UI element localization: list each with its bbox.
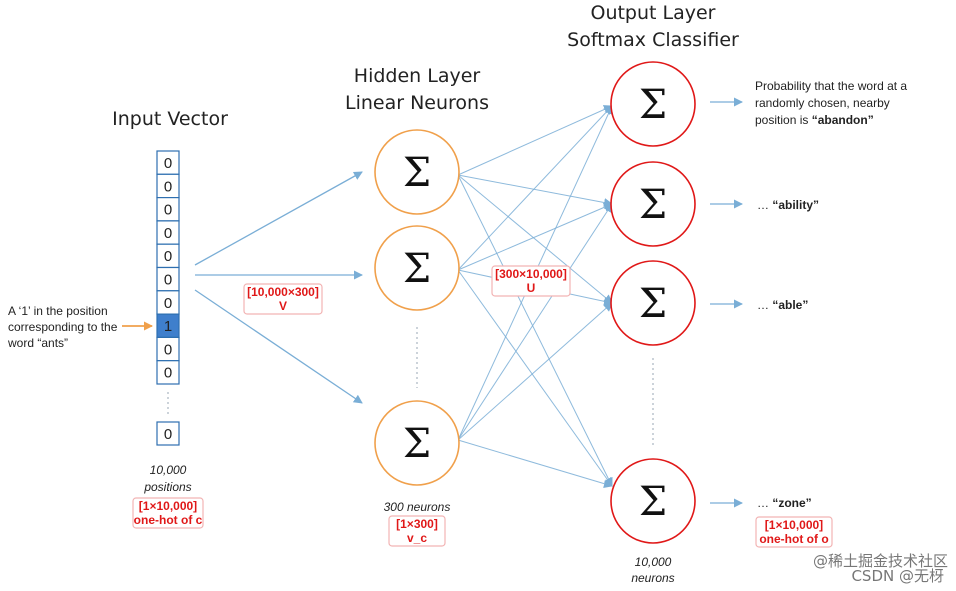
connection-h3-o4: [457, 439, 613, 489]
ellipsis-text: …: [757, 198, 772, 212]
output-neuron-2: Σ: [610, 161, 696, 247]
hidden-neuron-3: Σ: [374, 400, 460, 486]
output-neuron-4: Σ: [610, 458, 696, 544]
weights-v-name: V: [279, 299, 287, 313]
input-cell-value: 0: [164, 272, 172, 289]
hidden-neuron-3-circle: [374, 400, 460, 486]
watermark-line1: @稀土掘金技术社区: [813, 552, 948, 570]
connection-h2-o1: [457, 105, 613, 271]
input-dim-shape: [1×10,000]: [139, 499, 197, 513]
heading-output-layer: Output Layer: [590, 2, 715, 24]
input-note-line1: A ‘1’ in the position: [8, 304, 108, 318]
heading-softmax-classifier: Softmax Classifier: [567, 29, 739, 51]
prob-line3: position is “abandon”: [755, 113, 874, 127]
ellipsis-text: …: [757, 298, 772, 312]
hidden-count: 300 neurons: [384, 500, 451, 514]
input-cell-value: 0: [164, 202, 172, 219]
connection-h2-o2: [457, 203, 613, 271]
input-note-line3: word “ants”: [7, 336, 68, 350]
heading-hidden-layer: Hidden Layer: [354, 65, 481, 87]
sigma-symbol: Σ: [639, 479, 667, 525]
hidden-dim-box: [388, 515, 446, 547]
output-count: 10,000: [635, 555, 672, 569]
arrow-input-hidden-1: [194, 171, 363, 266]
prob-line1: Probability that the word at a: [755, 79, 907, 93]
sigma-symbol: Σ: [639, 281, 667, 327]
input-dim-box: [132, 497, 204, 529]
weights-v-box: [243, 283, 323, 315]
input-cell-value: 0: [164, 155, 172, 172]
output-dim-box: [755, 516, 833, 548]
prob-word-ability: “ability”: [772, 198, 819, 212]
input-cell-value: 0: [164, 341, 172, 358]
sigma-symbol: Σ: [639, 182, 667, 228]
connection-h1-o1: [457, 105, 613, 176]
hidden-neuron-1: Σ: [374, 129, 460, 215]
output-neuron-3: Σ: [610, 260, 696, 346]
arrow-input-hidden-3: [194, 289, 363, 404]
prob-word-zone: “zone”: [772, 496, 811, 510]
sigma-symbol: Σ: [403, 421, 431, 467]
output-neuron-2-circle: [610, 161, 696, 247]
output-neuron-1-circle: [610, 61, 696, 147]
hidden-neuron-2: Σ: [374, 225, 460, 311]
input-cell-value: 0: [164, 365, 172, 382]
connection-h3-o2: [457, 203, 613, 441]
output-arrows: [710, 97, 743, 508]
heading-linear-neurons: Linear Neurons: [345, 92, 489, 114]
weights-u-shape: [300×10,000]: [495, 267, 567, 281]
output-dim-shape: [1×10,000]: [765, 518, 823, 532]
connection-h1-o2: [457, 174, 613, 207]
positions-label: positions: [143, 480, 191, 494]
output-count-label: neurons: [631, 571, 674, 585]
output-dim-name: one-hot of o: [759, 532, 828, 546]
ellipsis-text: …: [757, 496, 772, 510]
output-neuron-1: Σ: [610, 61, 696, 147]
input-dim-name: one-hot of c: [134, 513, 203, 527]
prob-word-abandon: “abandon”: [812, 113, 874, 127]
input-cell-value: 0: [164, 295, 172, 312]
prob-line2: randomly chosen, nearby: [755, 96, 890, 110]
prob-ability: … “ability”: [757, 198, 819, 212]
hidden-neuron-1-circle: [374, 129, 460, 215]
connection-h3-o3: [457, 302, 613, 441]
sigma-symbol: Σ: [403, 246, 431, 292]
input-cell: [156, 360, 180, 385]
weights-v-shape: [10,000×300]: [247, 285, 319, 299]
hidden-dim-shape: [1×300]: [396, 517, 438, 531]
input-cell-value: 0: [164, 225, 172, 242]
input-cell-value: 0: [164, 178, 172, 195]
prob-line3-prefix: position is: [755, 113, 812, 127]
heading-input-vector: Input Vector: [112, 108, 228, 130]
weights-u-name: U: [527, 281, 536, 295]
hidden-dim-name: v_c: [407, 531, 427, 545]
sigma-symbol: Σ: [403, 150, 431, 196]
input-cell-value: 0: [164, 248, 172, 265]
connection-h1-o4: [457, 174, 613, 487]
sigma-symbol: Σ: [639, 82, 667, 128]
prob-zone: … “zone”: [757, 496, 812, 510]
input-note-line2: corresponding to the: [8, 320, 118, 334]
connection-h2-o4: [457, 269, 613, 487]
output-neuron-3-circle: [610, 260, 696, 346]
input-vector: 0 0 0 0 0 0 0 1 0 0: [156, 150, 180, 385]
hidden-neuron-2-circle: [374, 225, 460, 311]
positions-count: 10,000: [150, 463, 187, 477]
connection-h1-o3: [457, 174, 613, 304]
output-neuron-4-circle: [610, 458, 696, 544]
input-to-hidden-arrows: [194, 171, 363, 404]
input-cell-last-value: 0: [164, 426, 172, 443]
input-cell-last: [156, 421, 180, 446]
prob-able: … “able”: [757, 298, 808, 312]
prob-word-able: “able”: [772, 298, 808, 312]
weights-u-box: [491, 265, 571, 297]
watermark-line2: CSDN @无枒: [851, 567, 944, 585]
input-cell-value: 1: [164, 318, 172, 335]
